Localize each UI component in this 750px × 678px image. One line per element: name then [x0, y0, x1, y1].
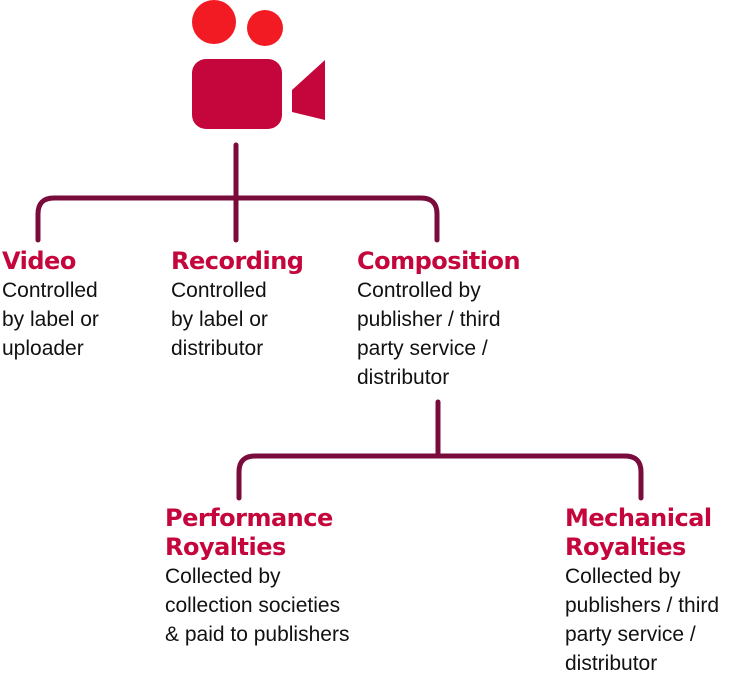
- node-video: Video Controlled by label or uploader: [2, 247, 99, 363]
- node-recording-desc: Controlled by label or distributor: [171, 279, 268, 360]
- camera-body: [192, 59, 282, 129]
- node-recording: Recording Controlled by label or distrib…: [171, 247, 304, 363]
- node-performance-royalties: Performance Royalties Collected by colle…: [165, 504, 349, 649]
- node-performance-title: Performance Royalties: [165, 504, 333, 561]
- connector-top-bar: [35, 195, 440, 243]
- node-performance-desc: Collected by collection societies & paid…: [165, 565, 350, 646]
- node-mechanical-title: Mechanical Royalties: [565, 504, 712, 561]
- node-composition: Composition Controlled by publisher / th…: [357, 247, 521, 392]
- node-recording-title: Recording: [171, 247, 304, 275]
- node-mechanical-desc: Collected by publishers / third party se…: [565, 565, 720, 675]
- node-mechanical-royalties: Mechanical Royalties Collected by publis…: [565, 504, 719, 678]
- node-video-title: Video: [2, 247, 76, 275]
- camera-lens: [292, 60, 325, 120]
- camera-reel-left: [192, 0, 236, 44]
- video-camera-icon: [192, 0, 325, 129]
- node-video-desc: Controlled by label or uploader: [2, 279, 99, 360]
- camera-reel-right: [247, 10, 283, 46]
- node-composition-title: Composition: [357, 247, 521, 275]
- connector-bottom-bar: [236, 453, 644, 501]
- node-composition-desc: Controlled by publisher / third party se…: [357, 279, 501, 389]
